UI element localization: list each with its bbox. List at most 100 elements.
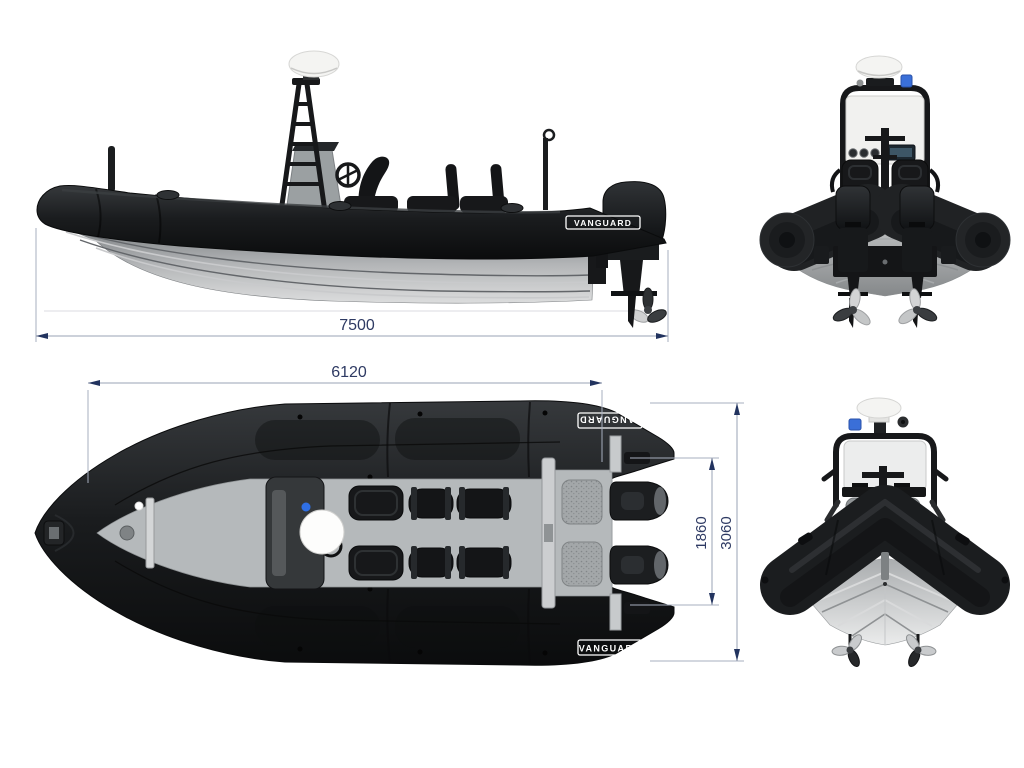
- tube-nub-left: [761, 576, 769, 584]
- side-tube-highlight: [61, 188, 561, 214]
- top-tube-seams: [54, 401, 531, 665]
- stern-pole: [543, 138, 548, 210]
- engine-clamp-port: [624, 602, 650, 614]
- stern-propeller-left: [832, 288, 871, 326]
- top-seats-port-row: [348, 545, 512, 581]
- stern-view: [759, 55, 1011, 328]
- stern-tube-cone-right: [955, 212, 1011, 268]
- arrow-down-icon: [709, 593, 715, 605]
- stern-engine-left: [832, 185, 871, 328]
- top-tube-fittings: [297, 410, 548, 656]
- side-brand-badge: VANGUARD: [565, 215, 641, 230]
- stern-display-glow: [890, 148, 912, 157]
- top-brand-badge-starboard: VANGUARD: [577, 639, 643, 656]
- dimension-label-1860: 1860: [693, 516, 710, 549]
- side-steering-wheel: [335, 162, 361, 188]
- dimension-label-3060: 3060: [718, 516, 735, 549]
- bow-eye-fitting: [881, 552, 889, 580]
- dimension-overall-length: 7500: [35, 228, 669, 342]
- top-blue-beacon-icon: [301, 502, 311, 512]
- bow-tow-fitting-inner: [49, 527, 59, 539]
- bow-eye-pin: [883, 582, 887, 586]
- arrow-right-icon: [590, 380, 602, 386]
- dimension-label-7500: 7500: [339, 317, 375, 334]
- bow-tubes: [760, 485, 1010, 615]
- side-propeller: [629, 287, 667, 323]
- top-brand-badge-port: VANGUARD: [577, 412, 643, 429]
- engine-bracket-starboard: [609, 435, 622, 473]
- arrow-up-icon: [709, 458, 715, 470]
- tread-pad-starboard: [561, 479, 603, 525]
- stern-engine-right: [898, 185, 938, 328]
- tube-handle-left: [798, 532, 813, 545]
- top-seats-starboard-row: [348, 485, 512, 521]
- stern-propeller-right: [898, 288, 938, 325]
- top-engine-port: [609, 545, 669, 585]
- arrow-right-icon: [656, 333, 668, 339]
- stern-pole-ring: [542, 128, 556, 142]
- bow-antenna: [108, 146, 115, 192]
- transom-hinge: [544, 524, 553, 542]
- trim-tab-right: [941, 246, 956, 264]
- side-hull-strakes: [57, 226, 591, 299]
- dimension-transom-width: 1860: [630, 457, 719, 606]
- side-tube-cleats: [156, 190, 524, 213]
- bow-view: [760, 397, 1010, 668]
- top-radar-dome-icon: [299, 509, 345, 555]
- bow-hull-strakes: [814, 560, 956, 645]
- bow-step-bar: [145, 497, 155, 569]
- trim-tab-left: [814, 246, 829, 264]
- bow-radar-dome-icon: [856, 397, 902, 419]
- stern-knob: [856, 79, 864, 87]
- arrow-up-icon: [734, 403, 740, 415]
- tube-handle-right: [955, 533, 970, 546]
- blue-beacon-icon: [900, 74, 913, 88]
- brace-right: [929, 499, 946, 523]
- side-outboard-engine: [596, 181, 667, 328]
- top-tube-segments: [255, 418, 520, 648]
- dimension-label-6120: 6120: [331, 364, 367, 381]
- radar-dome-icon: [288, 50, 340, 78]
- engine-bracket-port: [609, 593, 622, 631]
- side-tube: [36, 185, 667, 260]
- arrow-left-icon: [88, 380, 100, 386]
- stern-radar-dome-icon: [855, 55, 903, 79]
- stern-roll-frame: [840, 85, 930, 207]
- side-brand-label: VANGUARD: [574, 218, 632, 228]
- stern-tube-cone-left: [759, 212, 815, 268]
- top-brand-label-starboard: VANGUARD: [579, 644, 642, 654]
- frame-stub-right: [931, 467, 949, 482]
- side-crew-seats: [407, 164, 508, 213]
- arrow-down-icon: [734, 649, 740, 661]
- top-brand-label-port: VANGUARD: [579, 415, 642, 425]
- transom-drain: [882, 259, 888, 265]
- radar-dome-shadow: [290, 67, 338, 75]
- top-engine-starboard: [609, 481, 669, 521]
- tread-pad-port: [561, 541, 603, 587]
- bow-roll-frame: [833, 433, 937, 508]
- top-view: VANGUARD VANGUARD 6120 1860: [34, 364, 744, 666]
- dimension-overall-beam: 3060: [650, 402, 744, 662]
- dimension-hull-length: 6120: [87, 364, 603, 483]
- bow-dome-stem: [874, 420, 886, 436]
- side-mast-frame: [278, 81, 328, 215]
- top-grab-ropes: [114, 441, 561, 625]
- bow-light: [134, 501, 144, 511]
- bow-propeller-left: [831, 634, 863, 668]
- side-view: VANGUARD 7500: [35, 50, 669, 342]
- dash-block-right: [894, 483, 910, 489]
- top-console: [265, 476, 345, 590]
- arrow-left-icon: [36, 333, 48, 339]
- bow-post: [119, 525, 135, 541]
- stern-dome-mount: [866, 78, 894, 86]
- tube-nub-right: [1001, 576, 1009, 584]
- stern-dome-shadow: [857, 70, 901, 77]
- bow-propeller-right: [905, 634, 937, 668]
- bow-spotlight-lens: [901, 420, 905, 424]
- bow-blue-beacon-icon: [848, 418, 862, 431]
- brace-left: [824, 499, 841, 523]
- frame-stub-left: [821, 467, 839, 482]
- stern-gauges: [848, 148, 880, 158]
